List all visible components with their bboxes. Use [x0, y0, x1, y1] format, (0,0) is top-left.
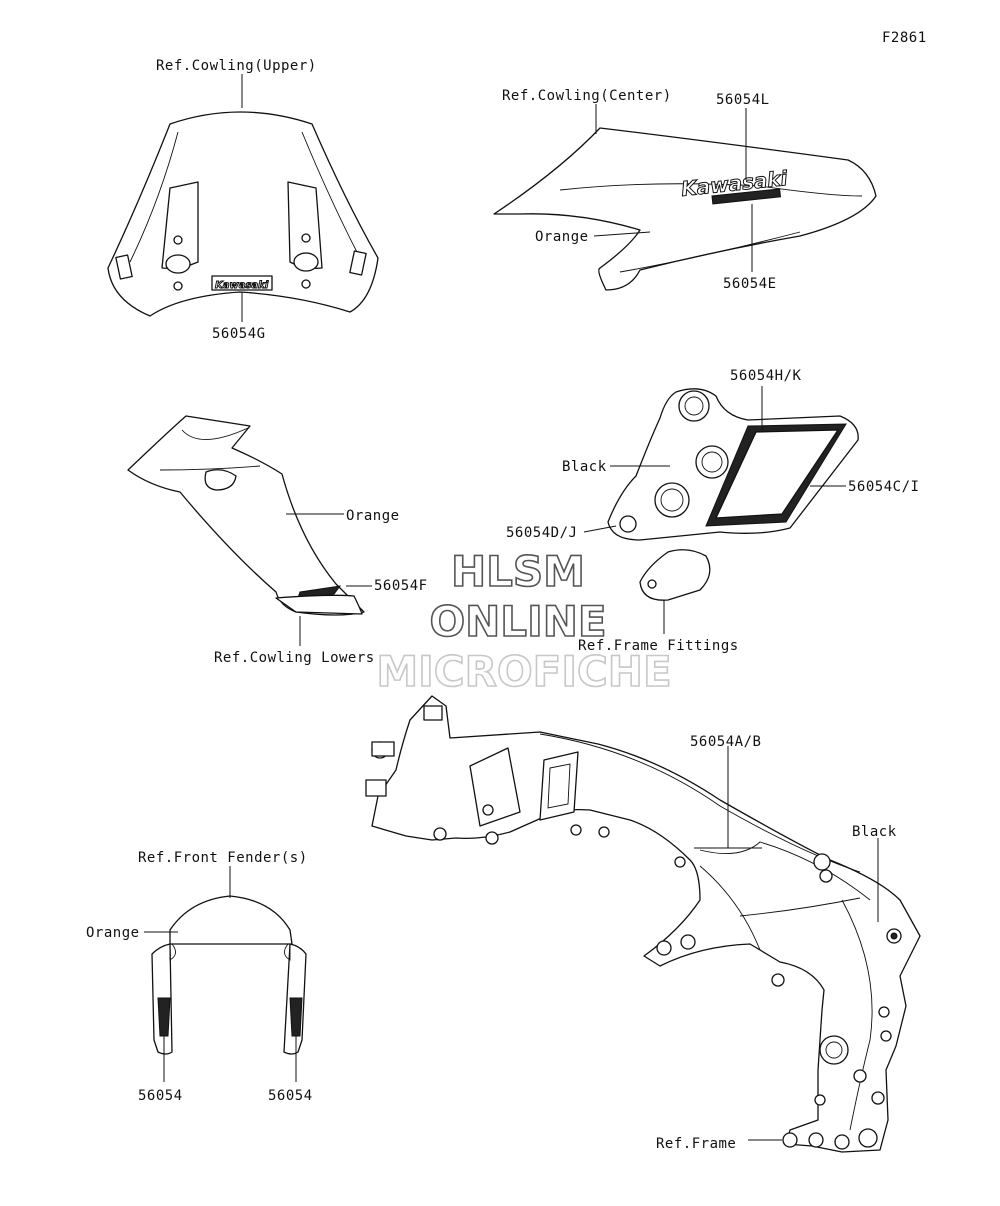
watermark-line3: MICROFICHE	[376, 647, 671, 696]
label-part-56054HK: 56054H/K	[730, 368, 802, 384]
label-orange-lower: Orange	[346, 508, 400, 524]
label-front-fender: Ref.Front Fender(s)	[138, 850, 308, 866]
frame-fittings-drawing	[607, 388, 859, 601]
upper-cowling-drawing: Kawasaki	[107, 111, 379, 317]
label-frame-fittings: Ref.Frame Fittings	[578, 638, 739, 654]
label-part-56054L: 56054L	[716, 92, 770, 108]
label-part-56054DJ: 56054D/J	[506, 525, 577, 541]
label-black-frame: Black	[852, 824, 897, 840]
label-orange-fender: Orange	[86, 925, 140, 941]
label-cowling-upper: Ref.Cowling(Upper)	[156, 58, 317, 74]
label-part-56054-right: 56054	[268, 1088, 313, 1104]
brand-decal-small: Kawasaki	[215, 280, 269, 291]
watermark-line2: ONLINE	[429, 597, 606, 646]
label-orange-center: Orange	[535, 229, 589, 245]
label-part-56054CI: 56054C/I	[848, 479, 919, 495]
watermark-line1: HLSM	[451, 547, 585, 596]
center-cowling-drawing: Kawasaki	[493, 127, 877, 291]
label-cowling-center: Ref.Cowling(Center)	[502, 88, 672, 104]
watermark: HLSM ONLINE MICROFICHE	[376, 546, 673, 697]
frame-drawing	[365, 695, 921, 1153]
label-part-56054F: 56054F	[374, 578, 428, 594]
label-black-fittings: Black	[562, 459, 607, 475]
label-part-56054AB: 56054A/B	[690, 734, 761, 750]
label-part-56054E: 56054E	[723, 276, 777, 292]
front-fender-drawing	[151, 895, 307, 1055]
label-part-56054-left: 56054	[138, 1088, 183, 1104]
label-frame: Ref.Frame	[656, 1136, 736, 1152]
label-part-56054G: 56054G	[212, 326, 266, 342]
label-cowling-lowers: Ref.Cowling Lowers	[214, 650, 375, 666]
lower-cowling-drawing	[127, 415, 365, 616]
figure-code: F2861	[882, 30, 927, 46]
